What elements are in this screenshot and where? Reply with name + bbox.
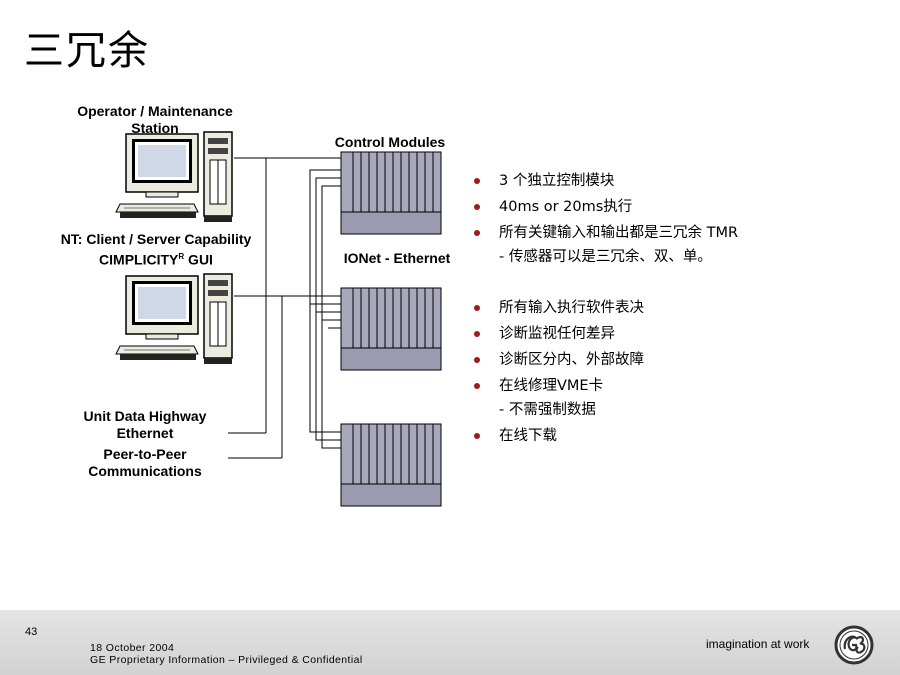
list-item: 诊断区分内、外部故障	[472, 347, 644, 373]
list-item: 所有输入执行软件表决	[472, 295, 644, 321]
bullet-list-2: 所有输入执行软件表决 诊断监视任何差异 诊断区分内、外部故障 在线修理VME卡 …	[472, 295, 644, 449]
bullet-icon	[474, 433, 480, 439]
control-module-rack-icon	[340, 423, 442, 507]
computer-workstation-icon	[115, 131, 233, 223]
footer-info: 18 October 2004 GE Proprietary Informati…	[90, 642, 363, 666]
bullet-icon	[474, 357, 480, 363]
operator-station-label: Operator / Maintenance Station	[77, 103, 233, 136]
ionet-label: IONet - Ethernet	[343, 250, 451, 266]
list-item: 所有关键输入和输出都是三冗余 TMR	[472, 220, 738, 246]
udh-label: Unit Data Highway Ethernet	[83, 408, 207, 441]
list-subitem: - 不需强制数据	[499, 402, 596, 418]
bullet-icon	[474, 178, 480, 184]
bullet-list-1: 3 个独立控制模块 40ms or 20ms执行 所有关键输入和输出都是三冗余 …	[472, 168, 738, 270]
system-diagram	[115, 131, 442, 507]
ge-logo-icon	[834, 625, 874, 665]
control-module-rack-icon	[340, 287, 442, 371]
p2p-label: Peer-to-Peer Communications	[88, 446, 202, 479]
list-item: 3 个独立控制模块	[472, 168, 738, 194]
tagline: imagination at work	[706, 637, 810, 651]
page-title: 三冗余	[24, 28, 150, 74]
nt-client-label: NT: Client / Server Capability CIMPLICIT…	[60, 231, 252, 268]
control-module-rack-icon	[340, 151, 442, 235]
list-item: 在线下载	[472, 423, 644, 449]
list-subitem: - 传感器可以是三冗余、双、单。	[499, 249, 712, 265]
bullet-icon	[474, 331, 480, 337]
bullet-icon	[474, 383, 480, 389]
bullet-icon	[474, 305, 480, 311]
computer-workstation-icon	[115, 273, 233, 365]
bullet-icon	[474, 204, 480, 210]
list-item: 在线修理VME卡	[472, 373, 644, 399]
list-item: 诊断监视任何差异	[472, 321, 644, 347]
list-item: 40ms or 20ms执行	[472, 194, 738, 220]
page-number: 43	[25, 626, 38, 638]
footer-bar: 43 18 October 2004 GE Proprietary Inform…	[0, 610, 900, 675]
control-modules-label: Control Modules	[334, 134, 446, 150]
bullet-icon	[474, 230, 480, 236]
